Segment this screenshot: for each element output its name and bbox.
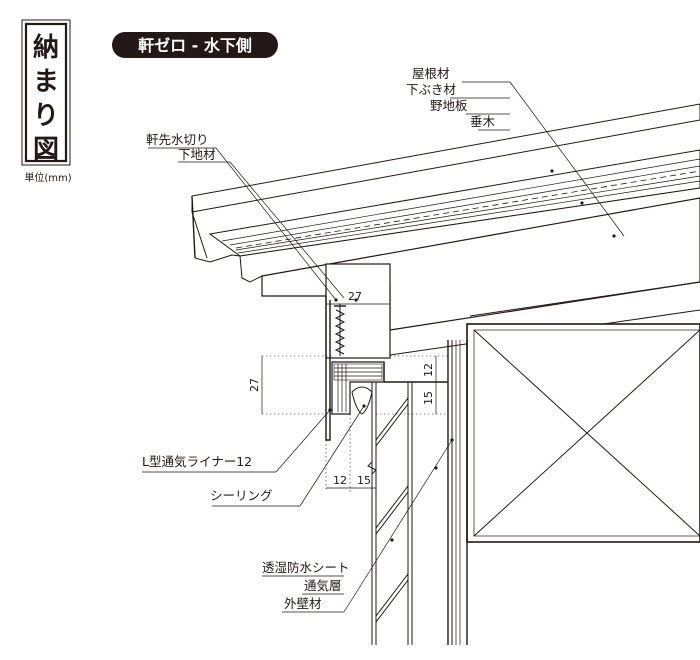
eave-substrate (325, 263, 391, 441)
label-underlayment: 下ぶき材 (406, 82, 456, 97)
roof-assembly (191, 103, 700, 356)
dim-right-upper: 12 (422, 363, 435, 377)
leader-lines (142, 81, 625, 613)
label-breathable-membrane: 透湿防水シート (262, 560, 350, 575)
dim-bottom-left: 12 (333, 474, 347, 487)
roof-layer-labels: 屋根材 下ぶき材 野地板 垂木 (406, 66, 496, 129)
section-title-pill: 軒ゼロ - 水下側 (112, 32, 278, 58)
label-sealing: シーリング (210, 488, 273, 503)
label-substrate: 下地材 (178, 147, 216, 162)
label-eave-flashing: 軒先水切り (146, 132, 209, 147)
wall-layers (367, 340, 468, 645)
dim-bottom-right: 15 (357, 474, 371, 487)
label-rafter: 垂木 (470, 114, 496, 129)
dim-right-lower: 15 (422, 391, 435, 405)
label-vent-layer: 通気層 (304, 578, 342, 593)
section-title: 軒ゼロ - 水下側 (138, 36, 252, 55)
label-siding: 外壁材 (284, 596, 322, 611)
unit-label: 単位(mm) (24, 171, 71, 184)
dim-left-height: 27 (248, 378, 261, 392)
dim-top-gap: 27 (348, 290, 362, 303)
badge-title: 納まり図 (33, 32, 59, 165)
screw-icon (334, 304, 346, 356)
sealant-bead (351, 386, 373, 415)
label-vent-liner: L型通気ライナー12 (142, 454, 252, 469)
label-sheathing: 野地板 (430, 98, 468, 113)
label-roofing: 屋根材 (412, 66, 450, 81)
diagram-badge: 納まり図 単位(mm) (21, 19, 72, 184)
dimension-lines: 27 27 12 15 12 15 (248, 290, 448, 492)
wall-layer-labels: 透湿防水シート 通気層 外壁材 (262, 560, 350, 611)
vent-liner (331, 361, 448, 415)
eave-flashing-labels: 軒先水切り 下地材 (146, 132, 216, 162)
wall-top-plate (466, 323, 700, 543)
